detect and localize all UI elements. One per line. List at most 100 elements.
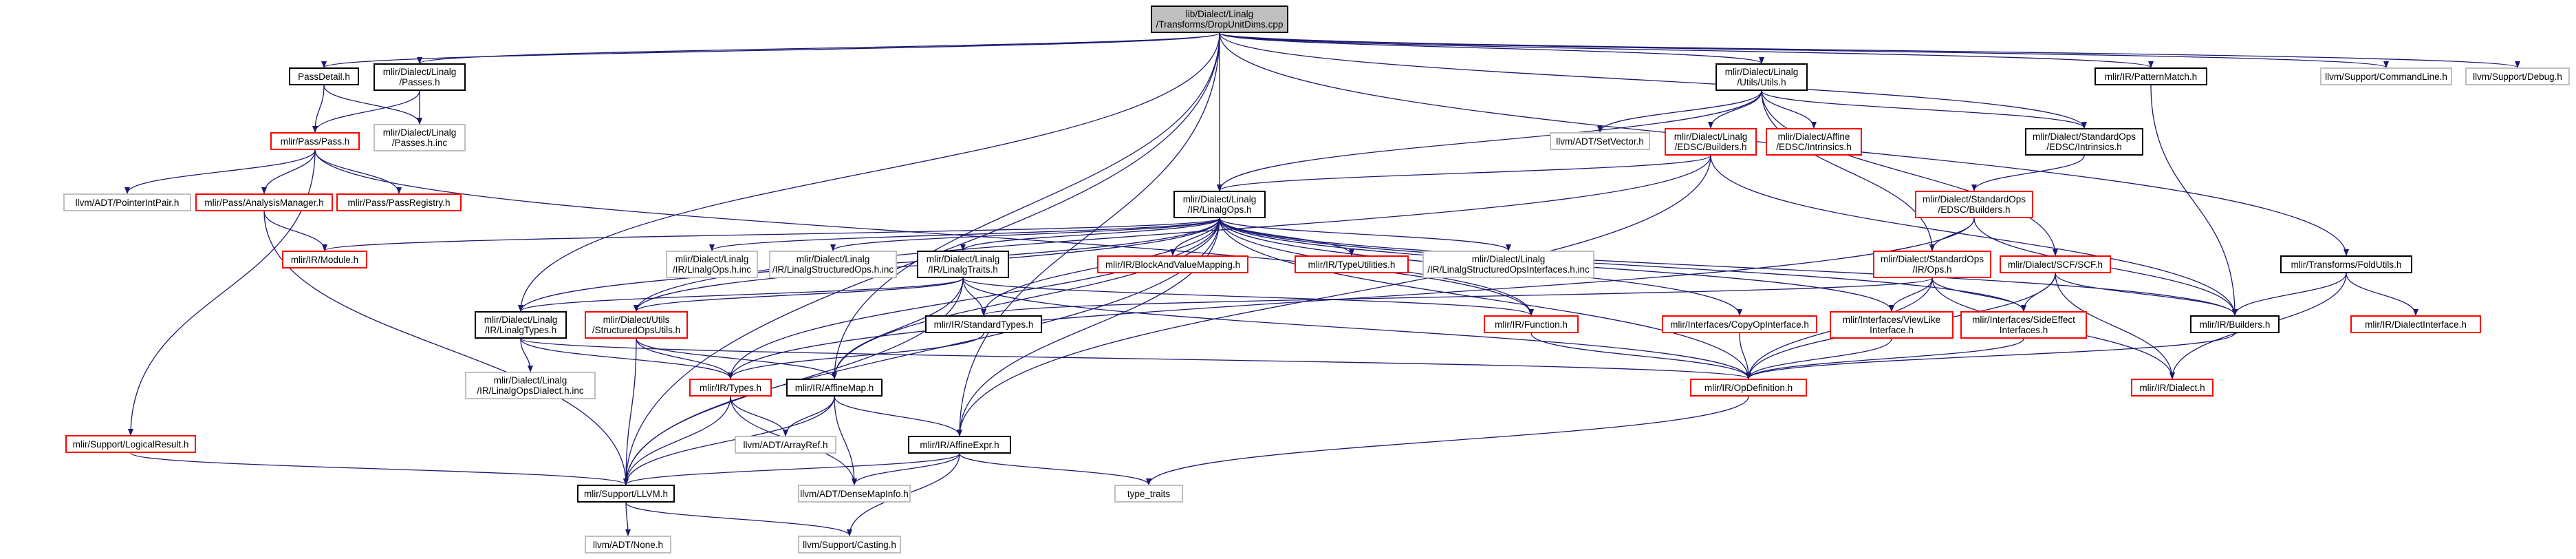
file-node-copyopinterface[interactable]: mlir/Interfaces/CopyOpInterface.h bbox=[1662, 315, 1817, 333]
edge-passh-to-passreg bbox=[314, 149, 402, 194]
file-node-affinemap[interactable]: mlir/IR/AffineMap.h bbox=[786, 379, 883, 397]
edge-linalgopsh-to-structops_inc bbox=[830, 218, 1220, 251]
edge-linalgopsh-to-linalgtraits bbox=[960, 218, 1220, 251]
file-node-structuredopsutils[interactable]: mlir/Dialect/Utils /StructuredOpsUtils.h bbox=[585, 311, 688, 339]
edge-utilsh-to-setvector bbox=[1597, 90, 1762, 133]
edge-linalgopsh-to-linalgops_inc bbox=[709, 218, 1220, 251]
edge-utilsh-to-linalgopsh bbox=[1217, 90, 1762, 191]
edge-root-to-debugh bbox=[1219, 32, 2520, 68]
file-node-linalg-utils[interactable]: mlir/Dialect/Linalg /Utils/Utils.h bbox=[1715, 63, 1808, 91]
edge-llvmh-to-casting bbox=[625, 502, 852, 536]
file-node-analysismanager[interactable]: mlir/Pass/AnalysisManager.h bbox=[195, 193, 333, 211]
file-node-standardops-edsc-builders[interactable]: mlir/Dialect/StandardOps /EDSC/Builders.… bbox=[1915, 191, 2033, 218]
file-node-typeutilities[interactable]: mlir/IR/TypeUtilities.h bbox=[1295, 255, 1409, 273]
file-node-viewlikeinterface[interactable]: mlir/Interfaces/ViewLike Interface.h bbox=[1830, 311, 1953, 339]
edge-linalgedsc-to-buildersh bbox=[1710, 155, 2238, 316]
edge-root-to-linalgtypes bbox=[518, 32, 1220, 312]
edge-root-to-linalgpasses bbox=[417, 32, 1220, 64]
edge-root-to-utilsh bbox=[1219, 32, 1764, 64]
edge-passh-to-ptrint bbox=[125, 149, 316, 194]
file-node-blockandvaluemapping[interactable]: mlir/IR/BlockAndValueMapping.h bbox=[1097, 255, 1248, 273]
file-node-dropunitdims-cpp: lib/Dialect/Linalg /Transforms/DropUnitD… bbox=[1151, 6, 1288, 33]
edge-affineexpr-to-llvmh bbox=[623, 453, 960, 485]
edge-linalgtypes-to-dialect_inc bbox=[520, 338, 533, 372]
file-node-standardops-edsc-intrinsics[interactable]: mlir/Dialect/StandardOps /EDSC/Intrinsic… bbox=[2025, 128, 2143, 156]
file-node-ir-function[interactable]: mlir/IR/Function.h bbox=[1484, 315, 1579, 333]
edge-llvmh-to-none bbox=[625, 502, 631, 536]
edge-stdops-to-stdtypes bbox=[981, 277, 1933, 316]
edge-scfh-to-buildersh bbox=[2055, 273, 2238, 316]
edge-logical-to-llvmh bbox=[130, 452, 629, 485]
file-node-pointerintpair: llvm/ADT/PointerIntPair.h bbox=[63, 193, 191, 211]
edge-linalgopsh-to-typesh bbox=[728, 218, 1220, 379]
file-node-support-casting: llvm/Support/Casting.h bbox=[798, 536, 901, 553]
file-node-setvector: llvm/ADT/SetVector.h bbox=[1550, 132, 1650, 150]
file-node-opdefinition[interactable]: mlir/IR/OpDefinition.h bbox=[1690, 379, 1807, 397]
edge-viewlike-to-opdef bbox=[1746, 338, 1892, 379]
file-node-foldutils[interactable]: mlir/Transforms/FoldUtils.h bbox=[2280, 255, 2412, 273]
edge-stdops-to-sideeffect bbox=[1931, 277, 2026, 312]
edge-scfh-to-dialecth bbox=[2055, 273, 2175, 379]
file-node-passdetail[interactable]: PassDetail.h bbox=[289, 67, 359, 85]
file-node-affine-edsc-intrinsics[interactable]: mlir/Dialect/Affine /EDSC/Intrinsics.h bbox=[1766, 128, 1862, 156]
file-node-debug: llvm/Support/Debug.h bbox=[2465, 67, 2570, 85]
edge-linalgtraits-to-opdef bbox=[962, 277, 1751, 379]
file-node-module[interactable]: mlir/IR/Module.h bbox=[282, 251, 367, 268]
edge-linalgopsh-to-affinemap bbox=[832, 218, 1220, 379]
file-node-arrayref: llvm/ADT/ArrayRef.h bbox=[735, 436, 836, 454]
file-node-support-llvm[interactable]: mlir/Support/LLVM.h bbox=[577, 485, 675, 503]
edge-sideeffect-to-opdef bbox=[1746, 338, 2024, 379]
file-node-type-traits: type_traits bbox=[1114, 485, 1183, 503]
file-node-passregistry[interactable]: mlir/Pass/PassRegistry.h bbox=[336, 193, 462, 211]
edge-linalgopsh-to-module bbox=[322, 218, 1220, 251]
edge-utilsh-to-stdedscintr bbox=[1761, 90, 2087, 129]
edge-affineexpr-to-densemap bbox=[852, 453, 960, 485]
edge-linalgpasses-to-passh bbox=[312, 90, 420, 133]
file-node-ir-builders[interactable]: mlir/IR/Builders.h bbox=[2190, 315, 2280, 333]
edge-linalgtraits-to-functionh bbox=[962, 277, 1534, 316]
edge-opdef-to-typetraits bbox=[1146, 396, 1749, 485]
file-node-standardtypes[interactable]: mlir/IR/StandardTypes.h bbox=[925, 315, 1042, 333]
edge-structuredutils-to-llvmh bbox=[623, 338, 637, 485]
file-node-linalgtraits[interactable]: mlir/Dialect/Linalg /IR/LinalgTraits.h bbox=[917, 251, 1009, 278]
file-node-linalg-passes[interactable]: mlir/Dialect/Linalg /Passes.h bbox=[374, 63, 466, 91]
edge-affinemap-to-densemap bbox=[834, 396, 857, 485]
edge-affinemap-to-llvmh bbox=[623, 396, 835, 485]
edge-linalgopsh-to-typeutil bbox=[1219, 218, 1354, 256]
edge-typesh-to-llvmh bbox=[623, 396, 731, 485]
file-node-ir-dialect[interactable]: mlir/IR/Dialect.h bbox=[2131, 379, 2214, 397]
file-node-sideeffectinterfaces[interactable]: mlir/Interfaces/SideEffect Interfaces.h bbox=[1960, 311, 2087, 339]
file-node-passes-inc: mlir/Dialect/Linalg /Passes.h.inc bbox=[374, 124, 466, 151]
edge-passh-to-functionh bbox=[314, 149, 1534, 316]
edge-affinemap-to-affineexpr bbox=[834, 396, 962, 436]
edge-linalgtraits-to-linalgtypes bbox=[518, 277, 964, 312]
file-node-scf[interactable]: mlir/Dialect/SCF/SCF.h bbox=[2000, 255, 2111, 273]
edge-patternmatch-to-buildersh bbox=[2150, 85, 2238, 316]
edge-root-to-passdetail bbox=[321, 32, 1220, 68]
edge-stdops-to-viewlike bbox=[1889, 277, 1933, 312]
edge-functionh-to-opdef bbox=[1530, 333, 1751, 379]
edge-utilsh-to-scfh bbox=[1761, 90, 2058, 256]
file-node-linalg-edsc-builders[interactable]: mlir/Dialect/Linalg /EDSC/Builders.h bbox=[1665, 128, 1757, 156]
file-node-pass[interactable]: mlir/Pass/Pass.h bbox=[270, 132, 360, 150]
edge-affineexpr-to-typetraits bbox=[959, 453, 1151, 485]
file-node-linalgopsdialect-inc: mlir/Dialect/Linalg /IR/LinalgOpsDialect… bbox=[465, 372, 596, 399]
edge-stdedscintr-to-stdedscbuild bbox=[1971, 155, 2085, 191]
file-node-ir-types[interactable]: mlir/IR/Types.h bbox=[689, 379, 772, 397]
file-node-linalgtypes[interactable]: mlir/Dialect/Linalg /IR/LinalgTypes.h bbox=[475, 311, 567, 339]
edge-linalgedsc-to-linalgopsh bbox=[1217, 155, 1711, 191]
edge-structuredutils-to-affinemap bbox=[636, 338, 837, 379]
file-node-linalgops[interactable]: mlir/Dialect/Linalg /IR/LinalgOps.h bbox=[1173, 191, 1266, 218]
edge-root-to-patternmatch bbox=[1219, 32, 2154, 68]
file-node-standardops-ops[interactable]: mlir/Dialect/StandardOps /IR/Ops.h bbox=[1873, 251, 1991, 278]
edge-linalgtypes-to-typesh bbox=[520, 338, 733, 379]
file-node-logicalresult[interactable]: mlir/Support/LogicalResult.h bbox=[65, 435, 196, 453]
edge-passdetail-to-passes_inc bbox=[323, 85, 422, 125]
file-node-affineexpr[interactable]: mlir/IR/AffineExpr.h bbox=[908, 436, 1011, 454]
edge-root-to-stdedscintr bbox=[1219, 32, 2087, 129]
file-node-patternmatch[interactable]: mlir/IR/PatternMatch.h bbox=[2095, 67, 2207, 85]
file-node-dialectinterface[interactable]: mlir/IR/DialectInterface.h bbox=[2350, 315, 2481, 333]
edge-foldutils-to-dialectiface bbox=[2346, 273, 2418, 316]
edge-affinemap-to-arrayref bbox=[783, 396, 835, 436]
